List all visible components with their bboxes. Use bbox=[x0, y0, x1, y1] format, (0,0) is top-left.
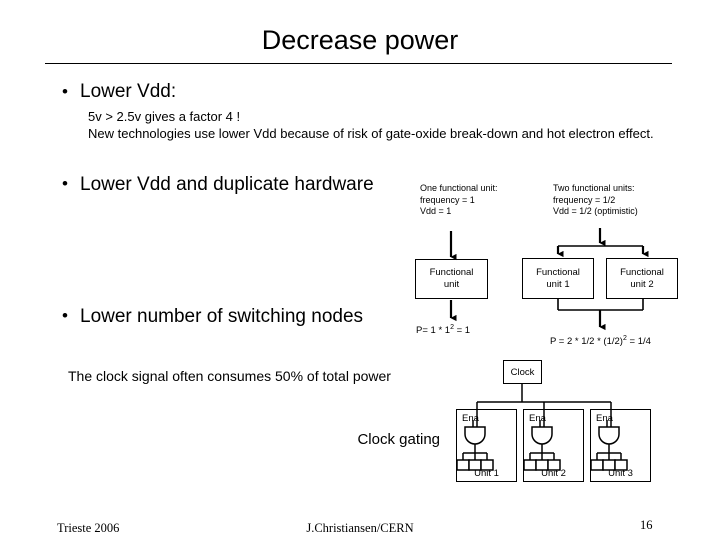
bullet-subtext-clock-signal: The clock signal often consumes 50% of t… bbox=[68, 368, 391, 384]
bullet-item-lower-vdd: • Lower Vdd: bbox=[62, 80, 462, 104]
page-title: Decrease power bbox=[261, 25, 459, 55]
footer-conference: Trieste 2006 bbox=[57, 521, 120, 535]
clock-gated-unit-2: Ena Unit 2 bbox=[523, 409, 584, 482]
bullet-marker-icon: • bbox=[62, 306, 68, 325]
bullet-marker-icon: • bbox=[62, 82, 68, 101]
bullet-item-duplicate-hardware: • Lower Vdd and duplicate hardware bbox=[62, 172, 392, 198]
enable-label-1: Ena bbox=[462, 413, 479, 424]
formula-dual-exponent: 2 bbox=[622, 335, 627, 342]
formula-dual-pre: P = 2 * 1/2 * (1/2) bbox=[550, 336, 623, 348]
caption-one-functional-unit: One functional unit: frequency = 1 Vdd =… bbox=[420, 183, 498, 216]
bullet-item-switching-nodes: • Lower number of switching nodes bbox=[62, 304, 392, 330]
caption-two-functional-units: Two functional units: frequency = 1/2 Vd… bbox=[553, 183, 638, 216]
enable-label-2: Ena bbox=[529, 413, 546, 424]
unit-label-3: Unit 3 bbox=[608, 468, 633, 479]
unit-label-1: Unit 1 bbox=[474, 468, 499, 479]
clock-gated-unit-1: Ena Unit 1 bbox=[456, 409, 517, 482]
bullet-label-duplicate-hardware: Lower Vdd and duplicate hardware bbox=[80, 174, 374, 195]
formula-single-pre: P= 1 * 1 bbox=[416, 325, 451, 337]
clock-gated-unit-3: Ena Unit 3 bbox=[590, 409, 651, 482]
formula-dual-unit-power: P = 2 * 1/2 * (1/2)2 = 1/4 bbox=[550, 333, 651, 348]
formula-dual-post: = 1/4 bbox=[626, 336, 651, 348]
title-divider bbox=[45, 63, 672, 64]
bullet-marker-icon: • bbox=[62, 174, 68, 193]
clock-gating-label: Clock gating bbox=[357, 431, 440, 448]
clock-source-box: Clock bbox=[503, 360, 542, 384]
bullet-label-switching-nodes: Lower number of switching nodes bbox=[80, 306, 364, 327]
footer-author: J.Christiansen/CERN bbox=[306, 521, 414, 535]
functional-unit-box-single: Functional unit bbox=[415, 259, 488, 299]
enable-label-3: Ena bbox=[596, 413, 613, 424]
bullet-label-lower-vdd: Lower Vdd: bbox=[80, 81, 177, 102]
formula-single-post: = 1 bbox=[453, 325, 471, 337]
functional-unit-box-1: Functional unit 1 bbox=[522, 258, 594, 299]
footer-page-number: 16 bbox=[640, 518, 653, 532]
functional-unit-box-2: Functional unit 2 bbox=[606, 258, 678, 299]
formula-single-unit-power: P= 1 * 12 = 1 bbox=[416, 322, 470, 337]
bullet-subtext-lower-vdd: 5v > 2.5v gives a factor 4 ! New technol… bbox=[88, 109, 654, 141]
unit-label-2: Unit 2 bbox=[541, 468, 566, 479]
formula-single-exponent: 2 bbox=[450, 324, 454, 331]
